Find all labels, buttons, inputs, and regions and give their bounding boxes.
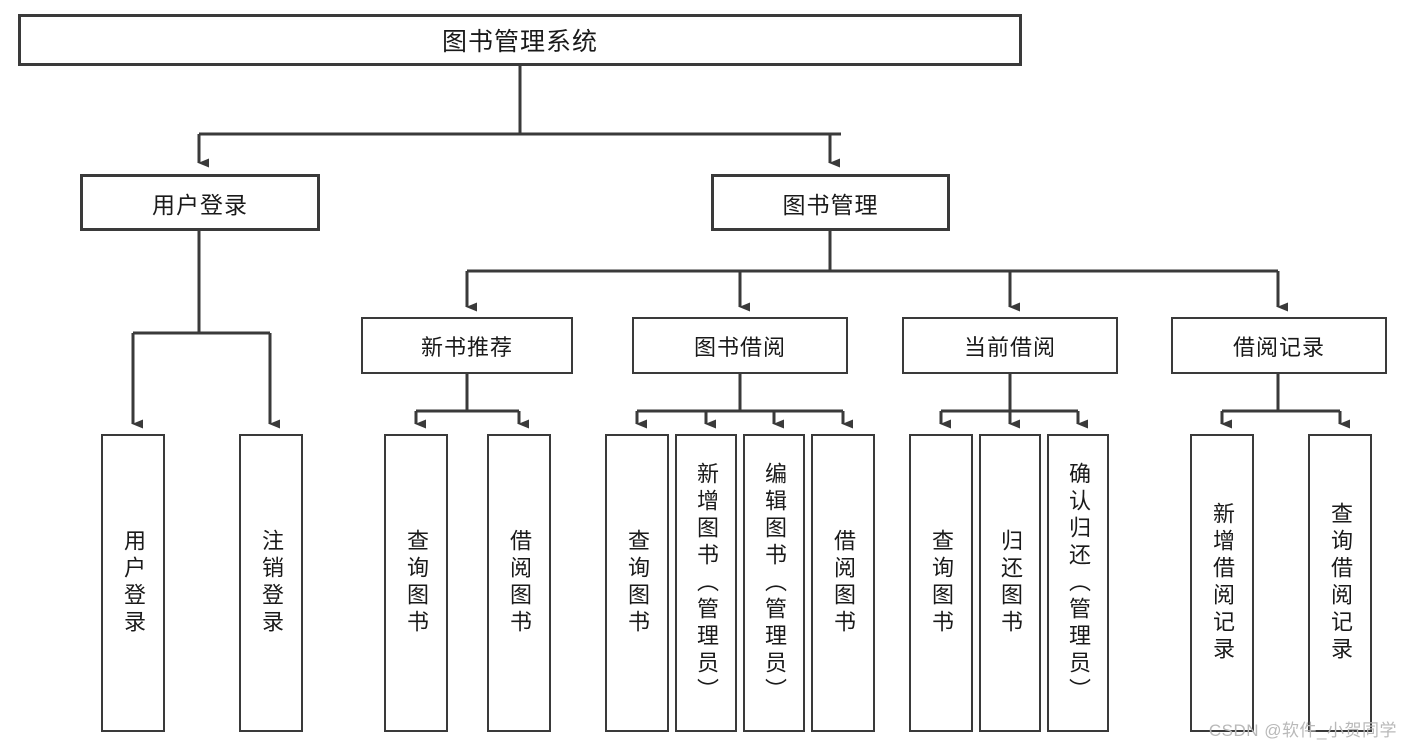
leaf-book-borrow-edit[interactable]: 编辑图书（管理员）	[743, 434, 805, 732]
leaf-book-borrow-query[interactable]: 查询图书	[605, 434, 669, 732]
leaf-new-book-borrow-label: 借阅图书	[507, 529, 532, 637]
node-root-label: 图书管理系统	[441, 28, 598, 56]
leaf-book-borrow-borrow[interactable]: 借阅图书	[811, 434, 875, 732]
node-new-book-recommend[interactable]: 新书推荐	[361, 317, 573, 374]
leaf-current-borrow-return[interactable]: 归还图书	[979, 434, 1041, 732]
node-current-borrow-label: 当前借阅	[963, 334, 1056, 360]
leaf-borrow-record-add[interactable]: 新增借阅记录	[1190, 434, 1254, 732]
leaf-user-login-logout[interactable]: 注销登录	[239, 434, 303, 732]
node-user-login[interactable]: 用户登录	[80, 174, 320, 231]
node-root[interactable]: 图书管理系统	[18, 14, 1022, 66]
node-borrow-record[interactable]: 借阅记录	[1171, 317, 1387, 374]
node-book-borrow-label: 图书借阅	[693, 334, 786, 360]
node-current-borrow[interactable]: 当前借阅	[902, 317, 1118, 374]
leaf-book-borrow-edit-label: 编辑图书（管理员）	[762, 461, 787, 705]
leaf-book-borrow-borrow-label: 借阅图书	[831, 529, 856, 637]
leaf-borrow-record-query-label: 查询借阅记录	[1328, 502, 1353, 664]
node-book-management-label: 图书管理	[782, 191, 879, 218]
leaf-book-borrow-add[interactable]: 新增图书（管理员）	[675, 434, 737, 732]
leaf-borrow-record-add-label: 新增借阅记录	[1210, 502, 1235, 664]
leaf-user-login-login[interactable]: 用户登录	[101, 434, 165, 732]
leaf-book-borrow-query-label: 查询图书	[625, 529, 650, 637]
leaf-current-borrow-confirm-label: 确认归还（管理员）	[1066, 461, 1091, 705]
csdn-watermark: CSDN @软件_小贺同学	[1208, 721, 1397, 740]
node-borrow-record-label: 借阅记录	[1232, 334, 1325, 360]
leaf-current-borrow-query[interactable]: 查询图书	[909, 434, 973, 732]
node-book-management[interactable]: 图书管理	[711, 174, 950, 231]
leaf-new-book-borrow[interactable]: 借阅图书	[487, 434, 551, 732]
leaf-new-book-query[interactable]: 查询图书	[384, 434, 448, 732]
node-book-borrow[interactable]: 图书借阅	[632, 317, 848, 374]
leaf-new-book-query-label: 查询图书	[404, 529, 429, 637]
leaf-current-borrow-return-label: 归还图书	[998, 529, 1023, 637]
leaf-current-borrow-query-label: 查询图书	[929, 529, 954, 637]
leaf-borrow-record-query[interactable]: 查询借阅记录	[1308, 434, 1372, 732]
leaf-current-borrow-confirm[interactable]: 确认归还（管理员）	[1047, 434, 1109, 732]
leaf-user-login-logout-label: 注销登录	[259, 529, 284, 637]
leaf-user-login-login-label: 用户登录	[121, 529, 146, 637]
leaf-book-borrow-add-label: 新增图书（管理员）	[694, 461, 719, 705]
node-user-login-label: 用户登录	[152, 191, 248, 218]
node-new-book-recommend-label: 新书推荐	[420, 334, 513, 360]
